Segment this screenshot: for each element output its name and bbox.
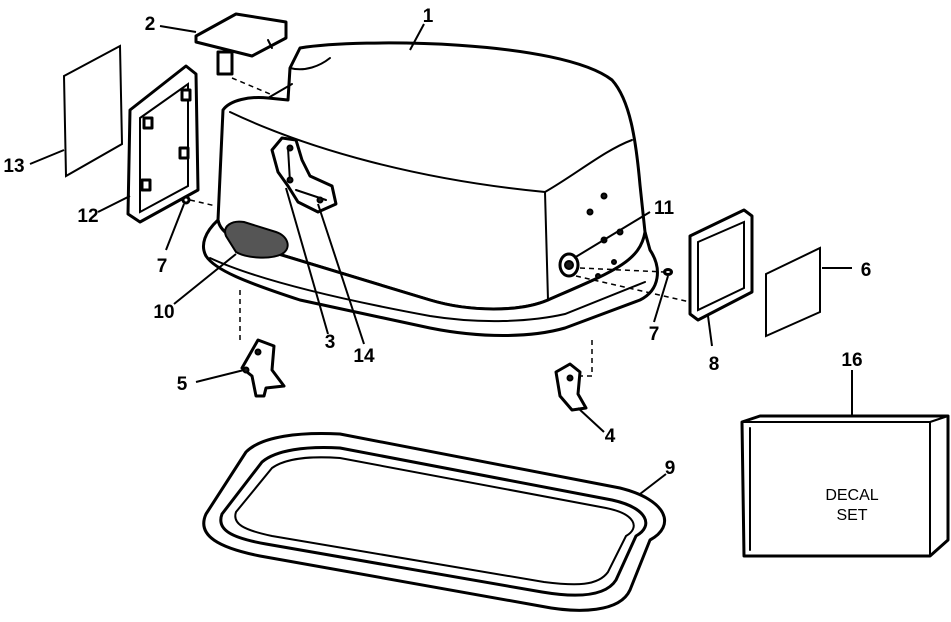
leader-lines bbox=[29, 23, 853, 495]
callout-5: 5 bbox=[177, 374, 188, 395]
top-cap-part-2 bbox=[194, 12, 288, 95]
screw-part-7-right bbox=[575, 259, 691, 303]
callout-11: 11 bbox=[654, 198, 675, 219]
callout-10: 10 bbox=[153, 302, 174, 323]
bracket-part-5 bbox=[239, 290, 286, 398]
callout-8: 8 bbox=[709, 354, 720, 375]
side-panel-part-12 bbox=[126, 64, 200, 224]
decal-set-label-line1: DECAL bbox=[825, 487, 878, 504]
callout-16: 16 bbox=[841, 350, 862, 371]
decal-part-13 bbox=[62, 44, 124, 178]
callout-12: 12 bbox=[77, 206, 98, 227]
callout-6: 6 bbox=[861, 260, 872, 281]
screw-part-7-left bbox=[181, 195, 217, 207]
callout-7-right: 7 bbox=[649, 324, 660, 345]
seal-ring-part-9 bbox=[202, 432, 667, 612]
decal-set-box-part-16: DECAL SET bbox=[740, 414, 950, 558]
callout-13: 13 bbox=[3, 156, 24, 177]
grip-pad-part-10 bbox=[224, 220, 289, 259]
side-panel-part-8 bbox=[688, 208, 754, 322]
latch-part-14 bbox=[270, 136, 338, 214]
callout-2: 2 bbox=[145, 14, 156, 35]
callout-3: 3 bbox=[325, 332, 336, 353]
grommet-part-11 bbox=[558, 252, 580, 278]
callout-4: 4 bbox=[605, 426, 616, 447]
decal-set-label-line2: SET bbox=[836, 507, 867, 524]
callout-9: 9 bbox=[665, 458, 676, 479]
engine-cover-part-1 bbox=[202, 41, 659, 337]
decal-part-6 bbox=[765, 246, 821, 338]
callout-1: 1 bbox=[423, 6, 434, 27]
bracket-part-4 bbox=[554, 340, 593, 412]
callout-labels: 1 2 3 4 5 6 7 7 8 9 10 11 12 13 14 16 bbox=[3, 6, 871, 479]
callout-7-left: 7 bbox=[157, 256, 168, 277]
callout-14: 14 bbox=[353, 346, 375, 367]
